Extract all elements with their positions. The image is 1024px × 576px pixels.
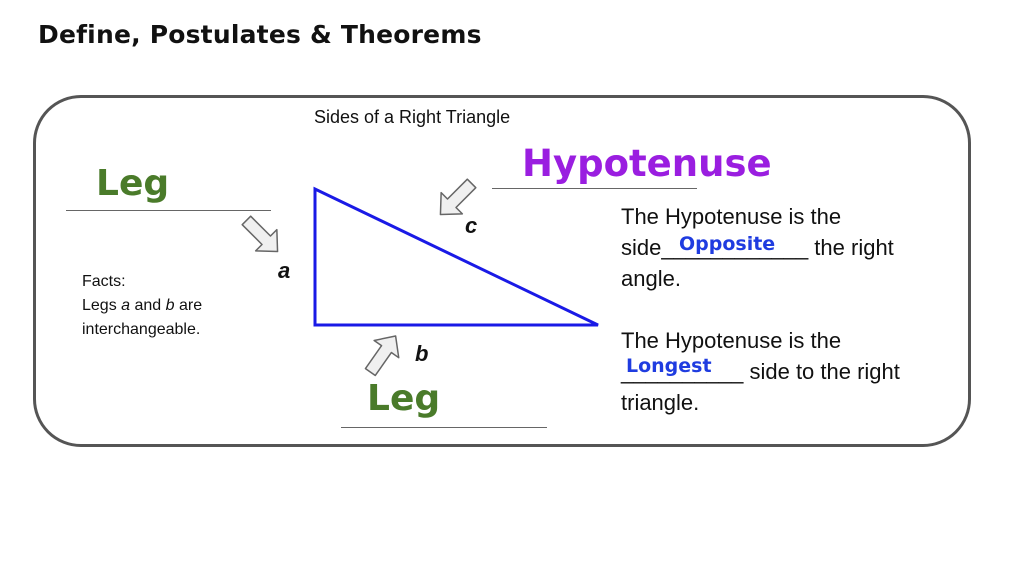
statement2-line3: triangle.	[621, 390, 700, 415]
content-panel	[33, 95, 971, 447]
statement1-line3: angle.	[621, 266, 681, 291]
hypotenuse-label: Hypotenuse	[522, 142, 772, 185]
statement1-blank: ____________	[661, 235, 809, 260]
leg-underline-bottom	[341, 427, 547, 428]
panel-heading: Sides of a Right Triangle	[314, 107, 511, 127]
facts-title: Facts:	[82, 273, 126, 290]
right-triangle	[313, 186, 599, 327]
page-title: Define, Postulates & Theorems	[38, 20, 482, 49]
hypotenuse-underline	[492, 188, 697, 189]
statement2-blank: __________	[621, 359, 744, 384]
statement2-line1: The Hypotenuse is the	[621, 328, 842, 353]
arrow-down-left-icon	[439, 178, 477, 216]
answer-opposite: Opposite	[679, 233, 776, 255]
statement1-line2: side____________ the right	[621, 235, 894, 260]
leg-underline-top	[66, 210, 271, 211]
leg-label-top: Leg	[96, 163, 170, 204]
leg-label-bottom: Leg	[367, 378, 441, 419]
arrow-up-right-icon	[364, 335, 400, 377]
side-b-label: b	[415, 341, 429, 366]
side-a-label: a	[278, 258, 291, 283]
facts-line1: Legs a and b are	[82, 297, 203, 314]
answer-longest: Longest	[626, 355, 712, 377]
hypotenuse-statement-opposite: The Hypotenuse is the side____________ t…	[621, 201, 966, 294]
statement1-line1: The Hypotenuse is the	[621, 204, 842, 229]
statement2-line2: __________ side to the right	[621, 359, 900, 384]
side-c-label: c	[465, 213, 478, 238]
facts-note: Facts: Legs a and b are interchangeable.	[82, 270, 202, 342]
hypotenuse-statement-longest: The Hypotenuse is the __________ side to…	[621, 325, 966, 418]
arrow-down-right-icon	[241, 215, 279, 253]
facts-line2: interchangeable.	[82, 321, 201, 338]
